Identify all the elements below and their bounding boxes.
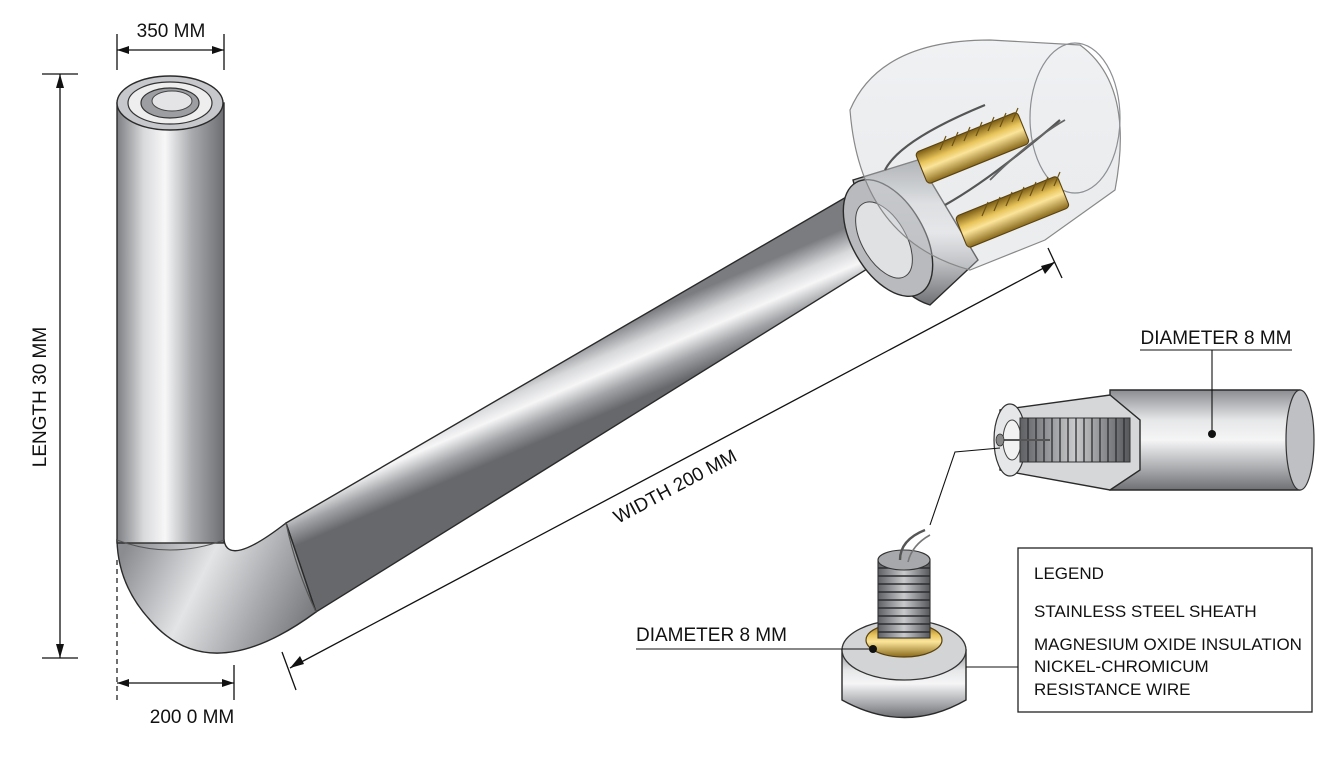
- heating-element-tube: [116, 75, 906, 654]
- terminal-housing: [842, 39, 1121, 306]
- cross-section-detail: DIAMETER 8 MM: [929, 328, 1315, 526]
- dimension-length-vertical: LENGTH 30 MM: [30, 73, 78, 659]
- terminal-post-upper: [915, 107, 1030, 184]
- terminal-detail: DIAMETER 8 MM: [636, 528, 1018, 719]
- legend-item-sheath: STAINLESS STEEL SHEATH: [1034, 602, 1257, 621]
- legend-item-resistance-wire: RESISTANCE WIRE: [1034, 680, 1190, 699]
- terminal-diameter-label: DIAMETER 8 MM: [636, 625, 787, 646]
- dimension-top-width: 350 MM: [116, 21, 225, 70]
- legend-item-insulation: MAGNESIUM OXIDE INSULATION: [1034, 635, 1302, 654]
- bottom-width-label: 200 0 MM: [150, 707, 234, 728]
- dimension-bottom-width: 200 0 MM: [116, 560, 235, 728]
- legend-item-nichrome: NICKEL-CHROMICUM: [1034, 657, 1209, 676]
- section-diameter-label: DIAMETER 8 MM: [1141, 328, 1292, 349]
- terminal-post-lower: [955, 171, 1070, 248]
- legend-box: LEGEND STAINLESS STEEL SHEATH MAGNESIUM …: [1017, 547, 1313, 713]
- length-label: LENGTH 30 MM: [30, 327, 51, 467]
- top-width-label: 350 MM: [137, 21, 206, 42]
- legend-title: LEGEND: [1034, 564, 1104, 583]
